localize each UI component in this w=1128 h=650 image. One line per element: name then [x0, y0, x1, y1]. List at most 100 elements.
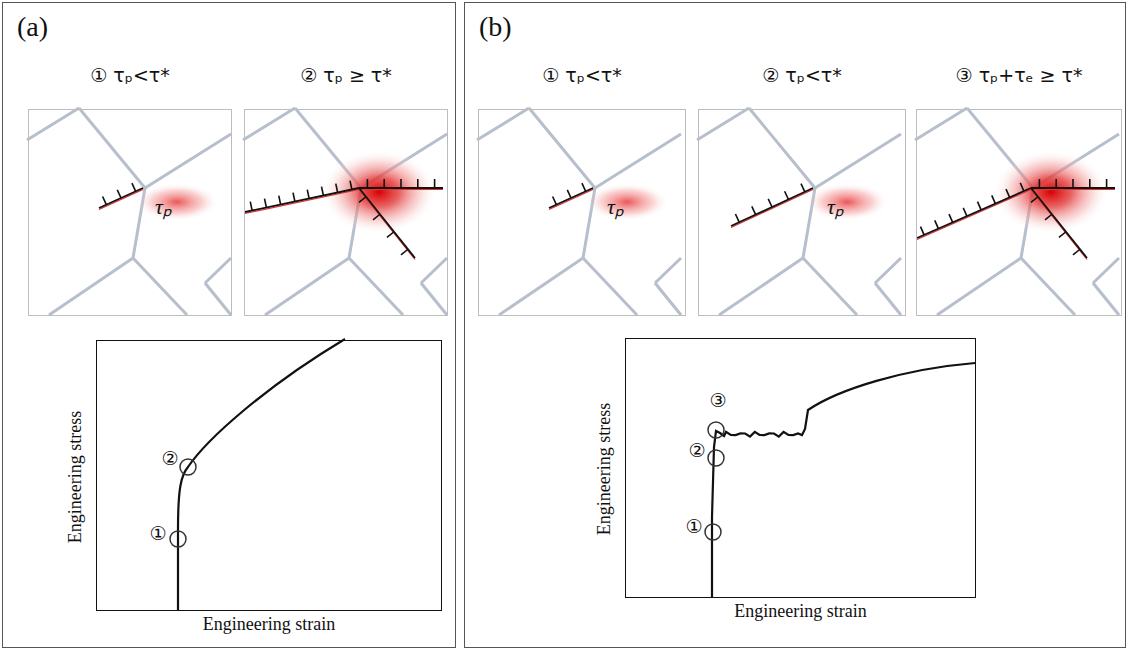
grain-illustration: [477, 108, 681, 315]
panel-label: (a): [17, 11, 48, 43]
slip-trace: [1031, 190, 1087, 260]
slip-trace: [245, 190, 359, 214]
dislocation-symbol: [1045, 214, 1052, 220]
callout-number: ②: [161, 447, 178, 469]
dislocation-symbol: [1055, 179, 1057, 188]
state-heading: ① τₚ<τ*: [479, 64, 685, 86]
dislocation-symbol: [400, 179, 402, 188]
grain-illustration: [243, 108, 447, 315]
grain-boundary: [1093, 283, 1119, 315]
panel-label: (b): [479, 11, 512, 43]
grain-boundary: [815, 134, 901, 188]
slip-trace: [99, 190, 143, 210]
dislocation-symbol: [567, 190, 571, 198]
dislocation-symbol: [373, 214, 380, 220]
stress-field: [993, 150, 1109, 234]
stress-label: τₚ: [607, 190, 624, 220]
grain-boundary: [79, 108, 145, 188]
grain-boundary: [655, 283, 681, 315]
chart-plot: [170, 339, 345, 610]
dislocation-symbol: [336, 184, 338, 193]
dislocation-symbol: [103, 196, 107, 204]
dislocation-symbol: [1073, 249, 1080, 255]
grain-boundary: [803, 258, 857, 315]
dislocation-symbol: [1072, 179, 1074, 188]
stress-label: τₚ: [155, 190, 172, 220]
grain-view: ② τₚ ≥ τ*: [244, 109, 448, 316]
figure-panel: (a)① τₚ<τ*τₚ② τₚ ≥ τ*Engineering strainE…: [2, 2, 456, 648]
dislocation-symbol: [1039, 179, 1041, 188]
state-heading: ② τₚ ≥ τ*: [245, 64, 447, 86]
dislocation-symbol: [921, 227, 925, 235]
stress-strain-chart: Engineering strainEngineering stress: [96, 340, 442, 611]
axis-label: Engineering stress: [594, 403, 615, 535]
grain-boundary: [915, 108, 967, 140]
dislocation-symbol: [132, 183, 136, 191]
grain-view: ① τₚ<τ*τₚ: [478, 109, 686, 316]
grain-boundary: [205, 283, 231, 315]
stress-field: [135, 183, 219, 221]
dislocation-symbol: [582, 183, 586, 191]
dislocation-symbol: [1031, 197, 1038, 203]
callout-number: ②: [688, 439, 705, 461]
grain-illustration: [697, 108, 901, 315]
grain-boundary: [1021, 258, 1075, 315]
grain-boundary: [875, 283, 901, 315]
dislocation-symbol: [322, 187, 324, 196]
dislocation-symbol: [768, 199, 772, 207]
grain-boundary: [719, 258, 803, 315]
dislocation-symbol: [401, 249, 408, 255]
stress-label: τₚ: [827, 190, 844, 220]
stress-strain-chart: Engineering strainEngineering stress: [625, 338, 976, 598]
callout-number: ③: [709, 389, 726, 411]
state-heading: ① τₚ<τ*: [29, 64, 231, 86]
grain-boundary: [27, 108, 79, 140]
chart-plot: [705, 363, 975, 597]
stress-strain-curve: [712, 363, 975, 597]
callout-number: ①: [685, 515, 702, 537]
dislocation-symbol: [265, 199, 267, 208]
grain-boundary: [875, 258, 901, 283]
slip-trace: [1031, 189, 1115, 190]
axis-label: Engineering strain: [203, 614, 335, 635]
figure-panel: (b)① τₚ<τ*τₚ② τₚ<τ*τₚ③ τₚ+τₑ ≥ τ*Enginee…: [464, 2, 1126, 648]
dislocation-symbol: [949, 214, 953, 222]
grain-view: ③ τₚ+τₑ ≥ τ*: [916, 109, 1122, 316]
grain-illustration: [915, 108, 1119, 315]
grain-boundary: [49, 258, 133, 315]
point-marker: [170, 531, 186, 547]
dislocation-symbol: [293, 193, 295, 202]
grain-boundary: [265, 258, 349, 315]
dislocation-symbol: [417, 179, 419, 188]
grain-view: ② τₚ<τ*τₚ: [698, 109, 906, 316]
grain-boundary: [421, 283, 447, 315]
dislocation-symbol: [963, 208, 967, 216]
dislocation-symbol: [434, 179, 436, 188]
grain-boundary: [205, 258, 231, 283]
grain-boundary: [243, 108, 295, 140]
dislocation-symbol: [383, 179, 385, 188]
dislocation-symbol: [1089, 179, 1091, 188]
dislocation-symbol: [1020, 183, 1024, 191]
slip-trace: [359, 189, 443, 190]
slip-trace: [549, 190, 593, 210]
grain-boundary: [421, 258, 447, 283]
axis-label: Engineering strain: [734, 601, 866, 622]
point-marker: [708, 450, 724, 466]
stress-strain-curve: [178, 339, 345, 610]
slip-trace: [731, 190, 813, 228]
grain-boundary: [595, 134, 681, 188]
grain-boundary: [1093, 258, 1119, 283]
dislocation-symbol: [935, 220, 939, 228]
dislocation-symbol: [387, 232, 394, 238]
dislocation-symbol: [1106, 179, 1108, 188]
dislocation-symbol: [992, 195, 996, 203]
grain-view: ① τₚ<τ*τₚ: [28, 109, 232, 316]
grain-boundary: [749, 108, 815, 188]
dislocation-symbol: [250, 202, 252, 211]
dislocation-symbol: [978, 202, 982, 210]
axis-label: Engineering stress: [65, 410, 86, 542]
grain-boundary: [937, 258, 1021, 315]
callout-number: ①: [149, 522, 166, 544]
